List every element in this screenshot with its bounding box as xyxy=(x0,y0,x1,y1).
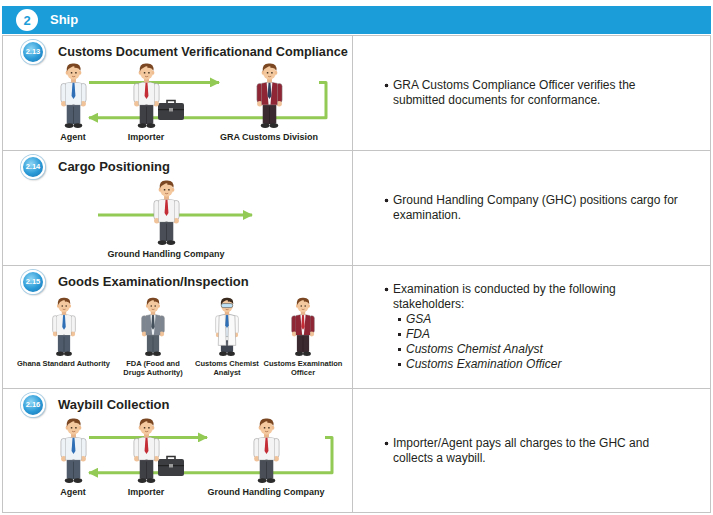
description-item: FDA xyxy=(398,327,684,342)
person-figure xyxy=(131,417,162,485)
description-list: Importer/Agent pays all charges to the G… xyxy=(384,436,684,466)
person-figure xyxy=(251,417,282,485)
person-figure xyxy=(58,62,89,130)
step-badge-number: 2.15 xyxy=(26,278,41,286)
person-figure xyxy=(139,296,167,358)
description-text: Examination is conducted by the followin… xyxy=(384,282,684,312)
flow-arrow xyxy=(89,82,326,117)
step-badge: 2.15 xyxy=(21,270,45,294)
actor-figure: GRA Customs Division xyxy=(219,62,319,142)
actor-label: Ghana Standard Authority xyxy=(16,360,111,369)
description-list: Examination is conducted by the followin… xyxy=(384,282,684,372)
actor-figure: Ground Handling Company xyxy=(107,179,225,259)
person-figure-shape xyxy=(292,298,315,356)
person-figure-shape xyxy=(256,64,281,128)
step-badge-number: 2.16 xyxy=(26,401,41,409)
actor-figure: Agent xyxy=(57,62,89,142)
step-title: Waybill Collection xyxy=(58,397,169,413)
actor-label: Ground Handling Company xyxy=(207,487,325,497)
person-figure xyxy=(254,62,285,130)
description-item: Customs Chemist Analyst xyxy=(398,342,684,357)
step-number: 2 xyxy=(16,9,38,31)
header-band: Ship 2 xyxy=(2,6,711,34)
description-list: Ground Handling Company (GHC) positions … xyxy=(384,193,684,223)
actor-label: Customs Examination Officer xyxy=(260,360,346,377)
description-cell: Ground Handling Company (GHC) positions … xyxy=(352,150,711,266)
description-text: Ground Handling Company (GHC) positions … xyxy=(384,193,684,223)
step-title: Customs Document Verificationand Complia… xyxy=(58,44,348,60)
actor-label: Importer xyxy=(127,132,165,142)
description-item: GSA xyxy=(398,312,684,327)
person-figure xyxy=(289,296,317,358)
person-figure-shape xyxy=(133,419,158,483)
step-cell: Goods Examination/Inspection 2.15Ghana St… xyxy=(2,265,353,389)
person-figure-shape xyxy=(253,419,278,483)
person-figure xyxy=(50,296,78,358)
actor-figure: Ground Handling Company xyxy=(207,417,325,497)
step-badge: 2.13 xyxy=(21,40,45,64)
actor-figure: Customs Chemist Analyst xyxy=(194,296,260,377)
step-cell: Customs Document Verificationand Complia… xyxy=(2,35,353,151)
header-title: Ship xyxy=(50,12,78,28)
step-cell: Cargo Positioning 2.14Ground Handling Com… xyxy=(2,150,353,266)
actor-label: Agent xyxy=(57,132,89,142)
briefcase-icon xyxy=(158,101,184,121)
actor-label: Importer xyxy=(127,487,165,497)
description-text: Importer/Agent pays all charges to the G… xyxy=(384,436,684,466)
person-figure-shape xyxy=(60,64,85,128)
person-figure-shape xyxy=(52,298,75,356)
actor-figure: Agent xyxy=(57,417,89,497)
person-figure-shape xyxy=(142,298,165,356)
actor-label: Ground Handling Company xyxy=(107,249,225,259)
briefcase-icon xyxy=(158,457,184,477)
person-figure xyxy=(151,179,182,247)
person-figure xyxy=(58,417,89,485)
description-list: GRA Customs Compliance Officer verifies … xyxy=(384,78,684,108)
actor-label: Agent xyxy=(57,487,89,497)
person-figure xyxy=(131,62,162,130)
step-title: Cargo Positioning xyxy=(58,159,170,175)
step-badge: 2.16 xyxy=(21,393,45,417)
description-cell: GRA Customs Compliance Officer verifies … xyxy=(352,35,711,151)
actor-label: GRA Customs Division xyxy=(219,132,319,142)
step-title: Goods Examination/Inspection xyxy=(58,274,249,290)
person-figure-shape xyxy=(153,181,178,245)
flow-arrow xyxy=(89,437,332,472)
actor-figure: Customs Examination Officer xyxy=(260,296,346,377)
step-cell: Waybill Collection 2.16Agent Importer Groun… xyxy=(2,388,353,513)
description-cell: Importer/Agent pays all charges to the G… xyxy=(352,388,711,513)
person-figure xyxy=(213,296,241,358)
step-badge: 2.14 xyxy=(21,155,45,179)
actor-label: FDA (Food and Drugs Authority) xyxy=(117,360,189,377)
actor-figure: Importer xyxy=(127,62,165,142)
description-item: Customs Examination Officer xyxy=(398,357,684,372)
person-figure-shape xyxy=(133,64,158,128)
description-cell: Examination is conducted by the followin… xyxy=(352,265,711,389)
person-figure-shape xyxy=(60,419,85,483)
actor-figure: Importer xyxy=(127,417,165,497)
step-badge-number: 2.13 xyxy=(26,48,41,56)
step-number-text: 2 xyxy=(23,14,30,27)
actor-figure: FDA (Food and Drugs Authority) xyxy=(117,296,189,377)
step-badge-number: 2.14 xyxy=(26,163,41,171)
actor-figure: Ghana Standard Authority xyxy=(16,296,111,369)
description-text: GRA Customs Compliance Officer verifies … xyxy=(384,78,684,108)
person-figure-shape xyxy=(216,298,239,356)
actor-label: Customs Chemist Analyst xyxy=(194,360,260,377)
